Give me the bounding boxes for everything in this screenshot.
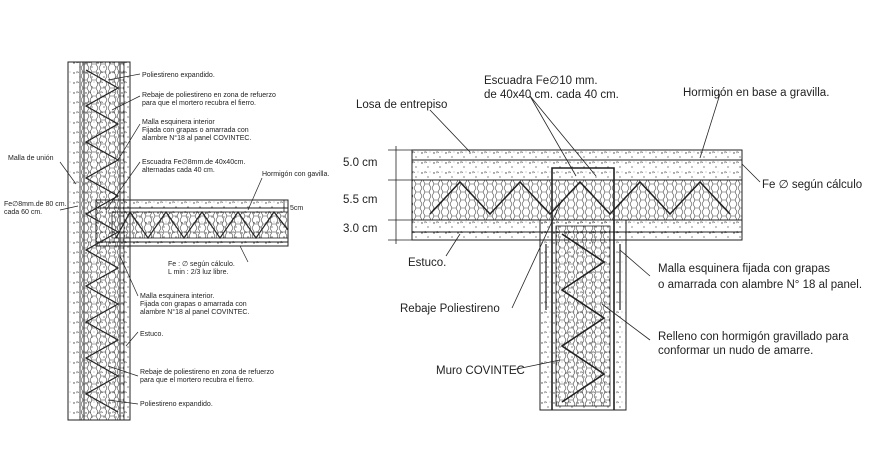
label-estuco-right: Estuco. bbox=[408, 257, 446, 269]
label-relleno-2: conformar un nudo de amarre. bbox=[658, 345, 813, 357]
label-poliestireno-top: Poliestireno expandido. bbox=[142, 72, 215, 79]
dim-3cm: 3.0 cm bbox=[343, 223, 378, 235]
label-poliestireno-bot: Poliestireno expandido. bbox=[140, 401, 213, 408]
label-rebaje-bot-1: Rebaje de poliestireno en zona de refuer… bbox=[140, 369, 274, 376]
label-escuadra-1: Escuadra Fe∅8mm.de 40x40cm. bbox=[142, 159, 245, 166]
dim-55cm: 5.5 cm bbox=[343, 194, 378, 206]
right-malla bbox=[545, 244, 621, 310]
label-fe-calculo-1: Fe : ∅ según cálculo. bbox=[168, 261, 235, 268]
label-malla-2: o amarrada con alambre N° 18 al panel. bbox=[658, 279, 862, 291]
label-escuadra-1: Escuadra Fe∅10 mm. bbox=[484, 75, 598, 87]
label-escuadra-2: de 40x40 cm. cada 40 cm. bbox=[484, 89, 619, 101]
left-dim-5cm: 5cm bbox=[290, 205, 303, 212]
right-wall-truss bbox=[560, 233, 606, 403]
label-malla-int-b-2: Fijada con grapas o amarrada con bbox=[140, 301, 247, 308]
right-escuadra bbox=[551, 167, 615, 410]
label-muro: Muro COVINTEC bbox=[436, 365, 525, 377]
label-relleno-1: Relleno con hormigón gravillado para bbox=[658, 331, 849, 343]
label-losa: Losa de entrepiso bbox=[356, 99, 447, 111]
label-malla-int-1: Malla esquinera interior bbox=[142, 119, 215, 126]
label-fe8-2: cada 60 cm. bbox=[4, 209, 42, 216]
label-fe-calculo-2: L min : 2/3 luz libre. bbox=[168, 269, 228, 276]
left-leaders bbox=[59, 73, 263, 405]
label-rebaje-bot-2: para que el mortero recubra el fierro. bbox=[140, 377, 254, 384]
label-rebaje-top-2: para que el mortero recubra el fierro. bbox=[142, 100, 256, 107]
label-malla-int-2: Fijada con grapas o amarrada con bbox=[142, 127, 249, 134]
label-hormigon-grava: Hormigón en base a gravilla. bbox=[683, 87, 829, 99]
right-dimensions bbox=[388, 146, 412, 244]
right-detail: 5.0 cm 5.5 cm 3.0 cm Escuadra Fe∅10 mm. … bbox=[343, 75, 862, 411]
dim-5cm: 5.0 cm bbox=[343, 157, 378, 169]
right-slab-concrete bbox=[411, 149, 743, 181]
right-slab-truss bbox=[429, 180, 731, 216]
label-escuadra-2: alternadas cada 40 cm. bbox=[142, 167, 215, 174]
left-slab-truss bbox=[115, 210, 289, 240]
label-malla-union: Malla de unión bbox=[8, 155, 54, 162]
left-detail: 5cm Poliestireno expandido. Rebaje de po… bbox=[4, 61, 329, 421]
label-fe8-1: Fe∅8mm.de 80 cm. bbox=[4, 201, 67, 208]
label-malla-int-b-3: alambre N°18 al panel COVINTEC. bbox=[140, 308, 249, 316]
label-malla-1: Malla esquinera fijada con grapas bbox=[658, 263, 830, 275]
label-estuco-left: Estuco. bbox=[140, 331, 163, 338]
label-hormigon: Hormigón con gavilla. bbox=[262, 171, 329, 178]
label-malla-int-b-1: Malla esquinera interior. bbox=[140, 293, 214, 300]
label-malla-int-3: alambre N°18 al panel COVINTEC. bbox=[142, 134, 251, 142]
label-rebaje: Rebaje Poliestireno bbox=[400, 303, 500, 315]
right-leaders bbox=[429, 93, 761, 371]
label-fe-calculo: Fe ∅ según cálculo bbox=[762, 179, 862, 191]
label-rebaje-top-1: Rebaje de poliestireno en zona de refuer… bbox=[142, 92, 276, 99]
right-slab-panel bbox=[411, 179, 743, 221]
